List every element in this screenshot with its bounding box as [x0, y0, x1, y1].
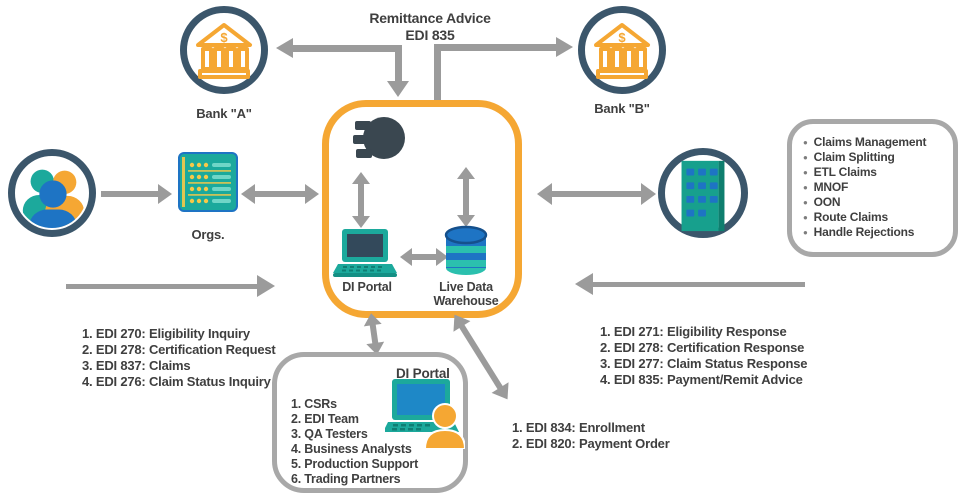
list-item: 3. EDI 837: Claims [82, 358, 191, 373]
arrow-shaft [395, 45, 402, 82]
bullet-icon: ● [803, 138, 808, 147]
list-item: ●OON [803, 195, 841, 209]
arrow-head-left [241, 184, 255, 204]
di-portal-label: DI Portal [342, 280, 392, 294]
gear-icon [353, 111, 405, 170]
bank-a-label: Bank "A" [196, 106, 252, 121]
arrow-shaft [254, 191, 306, 197]
list-item: 4. Business Analysts [291, 442, 412, 456]
bank-edi-list: 1. EDI 834: Enrollment 2. EDI 820: Payme… [512, 420, 670, 452]
svg-text:$: $ [220, 30, 228, 45]
arrow-head-up [457, 167, 475, 179]
bank-icon: $ [594, 23, 650, 79]
list-item: 5. Production Support [291, 457, 419, 471]
arrow-shaft [434, 44, 556, 51]
arrow-head-left [276, 38, 293, 58]
list-item: 2. EDI Team [291, 412, 359, 426]
svg-text:$: $ [618, 30, 626, 45]
list-item: ●Route Claims [803, 210, 888, 224]
list-item: 3. QA Testers [291, 427, 368, 441]
hub-portal-arrow [362, 311, 386, 357]
bullet-icon: ● [803, 198, 808, 207]
bullet-icon: ● [803, 168, 808, 177]
list-item: 4. EDI 835: Payment/Remit Advice [600, 372, 803, 387]
list-item: 1. EDI 270: Eligibility Inquiry [82, 326, 250, 341]
payer-functions-box: ●Claims Management ●Claim Splitting ●ETL… [787, 119, 958, 257]
building-icon [681, 160, 725, 232]
database-icon [443, 221, 489, 282]
remittance-advice-label: Remittance Advice [369, 10, 491, 26]
warehouse-label: Live Data Warehouse [433, 280, 499, 308]
list-item: 1. EDI 271: Eligibility Response [600, 324, 787, 339]
portal-members-list: 1. CSRs 2. EDI Team 3. QA Testers 4. Bus… [291, 397, 418, 487]
arrow-shaft [551, 191, 642, 197]
response-edi-list: 1. EDI 271: Eligibility Response 2. EDI … [600, 324, 807, 388]
arrow-shaft [463, 178, 469, 216]
list-item: ●ETL Claims [803, 165, 877, 179]
members-node [8, 149, 96, 237]
list-item: 2. EDI 820: Payment Order [512, 436, 670, 451]
bullet-icon: ● [803, 183, 808, 192]
bank-b-label: Bank "B" [594, 101, 650, 116]
arrow-head-up [352, 172, 370, 184]
arrow-head-down [457, 215, 475, 227]
list-item: ●Handle Rejections [803, 225, 915, 239]
laptop-user-icon [383, 379, 467, 454]
arrow-head-left [537, 183, 552, 205]
list-item: 3. EDI 277: Claim Status Response [600, 356, 808, 371]
list-item: ●Claim Splitting [803, 150, 895, 164]
list-item: 1. CSRs [291, 397, 337, 411]
list-item: ●Claims Management [803, 135, 927, 149]
payer-functions-list: ●Claims Management ●Claim Splitting ●ETL… [803, 135, 947, 240]
list-item: ●MNOF [803, 180, 849, 194]
list-item: 4. EDI 276: Claim Status Inquiry [82, 374, 271, 389]
arrow-head-down [387, 81, 409, 97]
arrow-head-left [575, 273, 593, 295]
arrow-shaft [434, 44, 441, 100]
arrow-head-right [305, 184, 319, 204]
arrow-shaft [369, 323, 379, 345]
payer-building-node [658, 148, 748, 238]
bank-b-node: $ [578, 6, 666, 94]
di-portal-laptop-icon [333, 228, 397, 283]
arrow-head-right [556, 37, 573, 57]
request-edi-list: 1. EDI 270: Eligibility Inquiry 2. EDI 2… [82, 326, 276, 390]
arrow-head-down [352, 216, 370, 228]
di-portal-members-box: DI Portal 1. CSRs 2. EDI Team 3. QA Test… [272, 352, 468, 493]
bullet-icon: ● [803, 213, 808, 222]
orgs-server-icon [178, 152, 238, 217]
bank-a-node: $ [180, 6, 268, 94]
bullet-icon: ● [803, 228, 808, 237]
arrow-shaft [101, 191, 158, 197]
remittance-edi-code: EDI 835 [405, 27, 455, 43]
arrow-shaft [291, 45, 402, 52]
arrow-shaft [358, 183, 364, 217]
bank-icon: $ [196, 23, 252, 79]
list-item: 2. EDI 278: Certification Request [82, 342, 276, 357]
arrow-shaft [411, 254, 437, 260]
list-item: 2. EDI 278: Certification Response [600, 340, 805, 355]
people-group-icon [22, 169, 85, 229]
arrow-shaft [66, 284, 258, 289]
arrow-shaft [592, 282, 805, 287]
list-item: 6. Trading Partners [291, 472, 401, 486]
arrow-head-left [400, 248, 412, 266]
arrow-head-right [158, 184, 172, 204]
list-item: 1. EDI 834: Enrollment [512, 420, 645, 435]
arrow-head-right [436, 248, 448, 266]
orgs-label: Orgs. [191, 227, 225, 242]
arrow-head-right [641, 183, 656, 205]
arrow-head-right [257, 275, 275, 297]
bullet-icon: ● [803, 153, 808, 162]
